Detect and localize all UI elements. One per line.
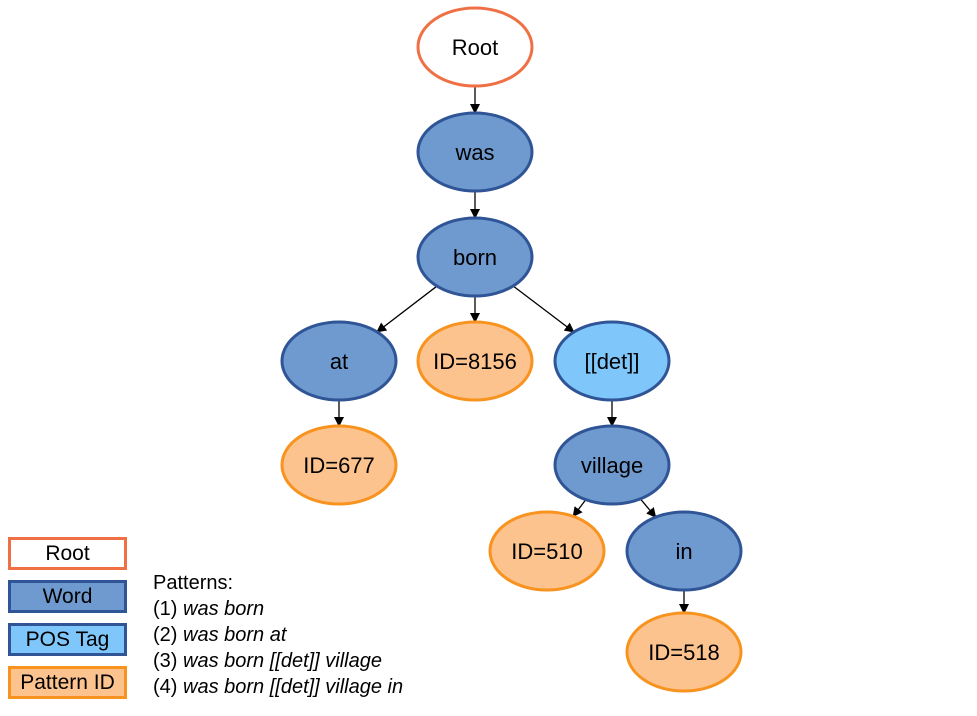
pattern-number: (2) (153, 624, 183, 646)
node-label: at (330, 349, 348, 374)
legend-word-label: Word (42, 584, 93, 608)
pattern-item-4: (4) was born [[det]] village in (153, 674, 403, 700)
node-label: ID=8156 (433, 349, 517, 374)
tree-edges (334, 86, 689, 614)
pattern-number: (1) (153, 598, 183, 620)
node-was: was (416, 111, 534, 193)
node-label: ID=677 (303, 453, 375, 478)
legend-root-label: Root (45, 541, 90, 565)
pattern-text: was born [[det]] village in (183, 676, 404, 698)
legend-word: Word (8, 580, 127, 613)
pattern-item-3: (3) was born [[det]] village (153, 648, 403, 674)
node-at: at (280, 320, 398, 402)
pattern-text: was born [[det]] village (183, 650, 382, 672)
patterns-list: Patterns: (1) was born (2) was born at (… (153, 570, 403, 700)
word-node-ellipse (416, 111, 534, 193)
node-label: ID=518 (648, 640, 720, 665)
word-node-ellipse (416, 216, 534, 298)
root-node-ellipse (416, 6, 534, 88)
legend-root: Root (8, 537, 127, 570)
node-label: [[det]] (584, 349, 639, 374)
edge-born-to-det (512, 285, 575, 333)
pattern-text: was born (183, 598, 265, 620)
node-label: village (581, 453, 643, 478)
pattern-node-ellipse (488, 510, 606, 592)
node-label: was (454, 140, 494, 165)
patterns-heading: Patterns: (153, 572, 234, 594)
legend-pattern-id-label: Pattern ID (20, 670, 115, 694)
word-node-ellipse (625, 510, 743, 592)
node-det: [[det]] (553, 320, 671, 402)
pattern-item-2: (2) was born at (153, 622, 403, 648)
pos-node-ellipse (553, 320, 671, 402)
edge-village-to-in (639, 498, 657, 518)
node-label: born (453, 245, 497, 270)
pattern-item-1: (1) was born (153, 596, 403, 622)
pattern-number: (4) (153, 676, 183, 698)
node-id518: ID=518 (625, 611, 743, 693)
pattern-node-ellipse (416, 320, 534, 402)
word-node-ellipse (553, 424, 671, 506)
node-in: in (625, 510, 743, 592)
pattern-node-ellipse (625, 611, 743, 693)
node-born: born (416, 216, 534, 298)
node-label: Root (452, 35, 498, 60)
node-id510: ID=510 (488, 510, 606, 592)
edge-born-to-at (376, 285, 438, 333)
node-id677: ID=677 (280, 424, 398, 506)
node-label: ID=510 (511, 539, 583, 564)
node-label: in (675, 539, 692, 564)
legend-pos-tag: POS Tag (8, 623, 127, 656)
node-root: Root (416, 6, 534, 88)
pattern-text: was born at (183, 624, 287, 646)
node-id8156: ID=8156 (416, 320, 534, 402)
tree-nodes: Root was born at ID=8156 [[det]] ID=677 village… (280, 6, 743, 693)
node-village: village (553, 424, 671, 506)
pattern-number: (3) (153, 650, 183, 672)
pattern-node-ellipse (280, 424, 398, 506)
legend-pos-tag-label: POS Tag (25, 627, 110, 651)
legend-pattern-id: Pattern ID (8, 666, 127, 699)
word-node-ellipse (280, 320, 398, 402)
edge-village-to-id510 (572, 499, 587, 518)
